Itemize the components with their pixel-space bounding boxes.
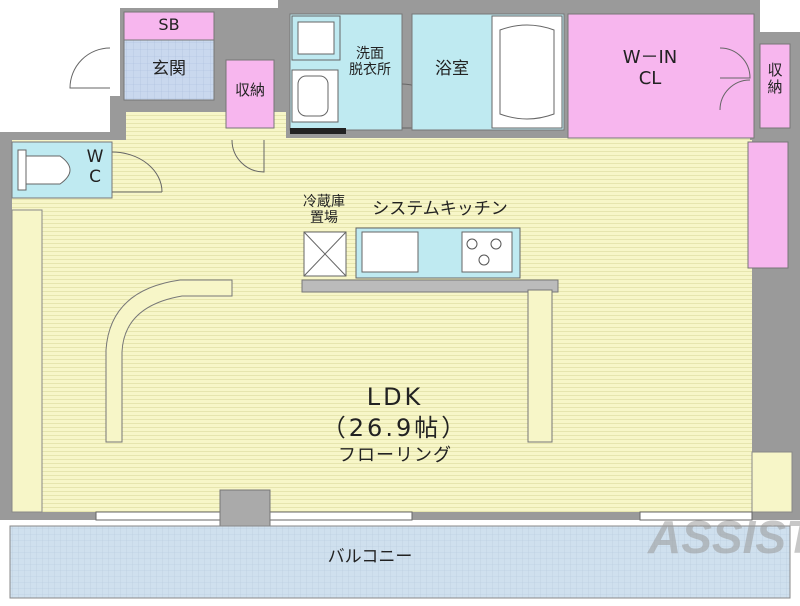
wc-label: W C — [80, 147, 110, 187]
storage-right-label-1: 収 — [767, 61, 783, 79]
fridge-label-2: 置場 — [310, 210, 338, 227]
walk-in-closet — [567, 13, 755, 139]
washroom-label-2: 脱衣所 — [349, 62, 391, 79]
sb-label: SB — [158, 15, 180, 34]
watermark-logo: ASSIST — [647, 511, 800, 563]
storage-left-label: 収納 — [234, 81, 265, 99]
win-cl-label-2: CL — [638, 67, 662, 89]
balcony-label: バルコニー — [327, 547, 413, 567]
fridge-label: 冷蔵庫 置場 — [294, 194, 354, 226]
svg-text:ASSIST: ASSIST — [647, 511, 800, 563]
fridge-label-1: 冷蔵庫 — [303, 194, 345, 210]
toilet-icon — [17, 149, 71, 191]
wc-label-1: W — [86, 147, 104, 167]
ldk-label-1: LDK — [366, 383, 424, 411]
storage-left — [225, 59, 275, 129]
win-cl-label-1: W－IN — [622, 47, 678, 68]
wc-label-2: C — [89, 166, 101, 187]
storage-right — [759, 43, 791, 129]
sb-closet — [123, 11, 215, 41]
ldk-floor — [12, 140, 752, 512]
kitchen-label: システムキッチン — [372, 199, 508, 219]
ldk-label: LDK （26.9帖） フローリング — [290, 382, 500, 468]
bathroom-label: 浴室 — [435, 59, 469, 79]
balcony — [9, 525, 791, 599]
kitchen-counter — [355, 227, 521, 279]
ldk-label-2: （26.9帖） — [321, 414, 469, 443]
storage-right-label: 収 納 — [760, 61, 790, 97]
walk-in-closet-label: W－IN CL — [598, 47, 702, 89]
bathtub-icon — [491, 15, 563, 129]
genkan-room — [123, 39, 215, 101]
curved-wall — [105, 279, 233, 443]
genkan-label: 玄関 — [152, 59, 186, 79]
storage-right-label-2: 納 — [767, 78, 783, 97]
fridge-space — [303, 231, 347, 277]
sink-icon — [291, 69, 339, 123]
washroom-label: 洗面 脱衣所 — [338, 46, 402, 78]
washroom-label-1: 洗面 — [356, 46, 384, 62]
ldk-label-3: フローリング — [338, 445, 452, 467]
